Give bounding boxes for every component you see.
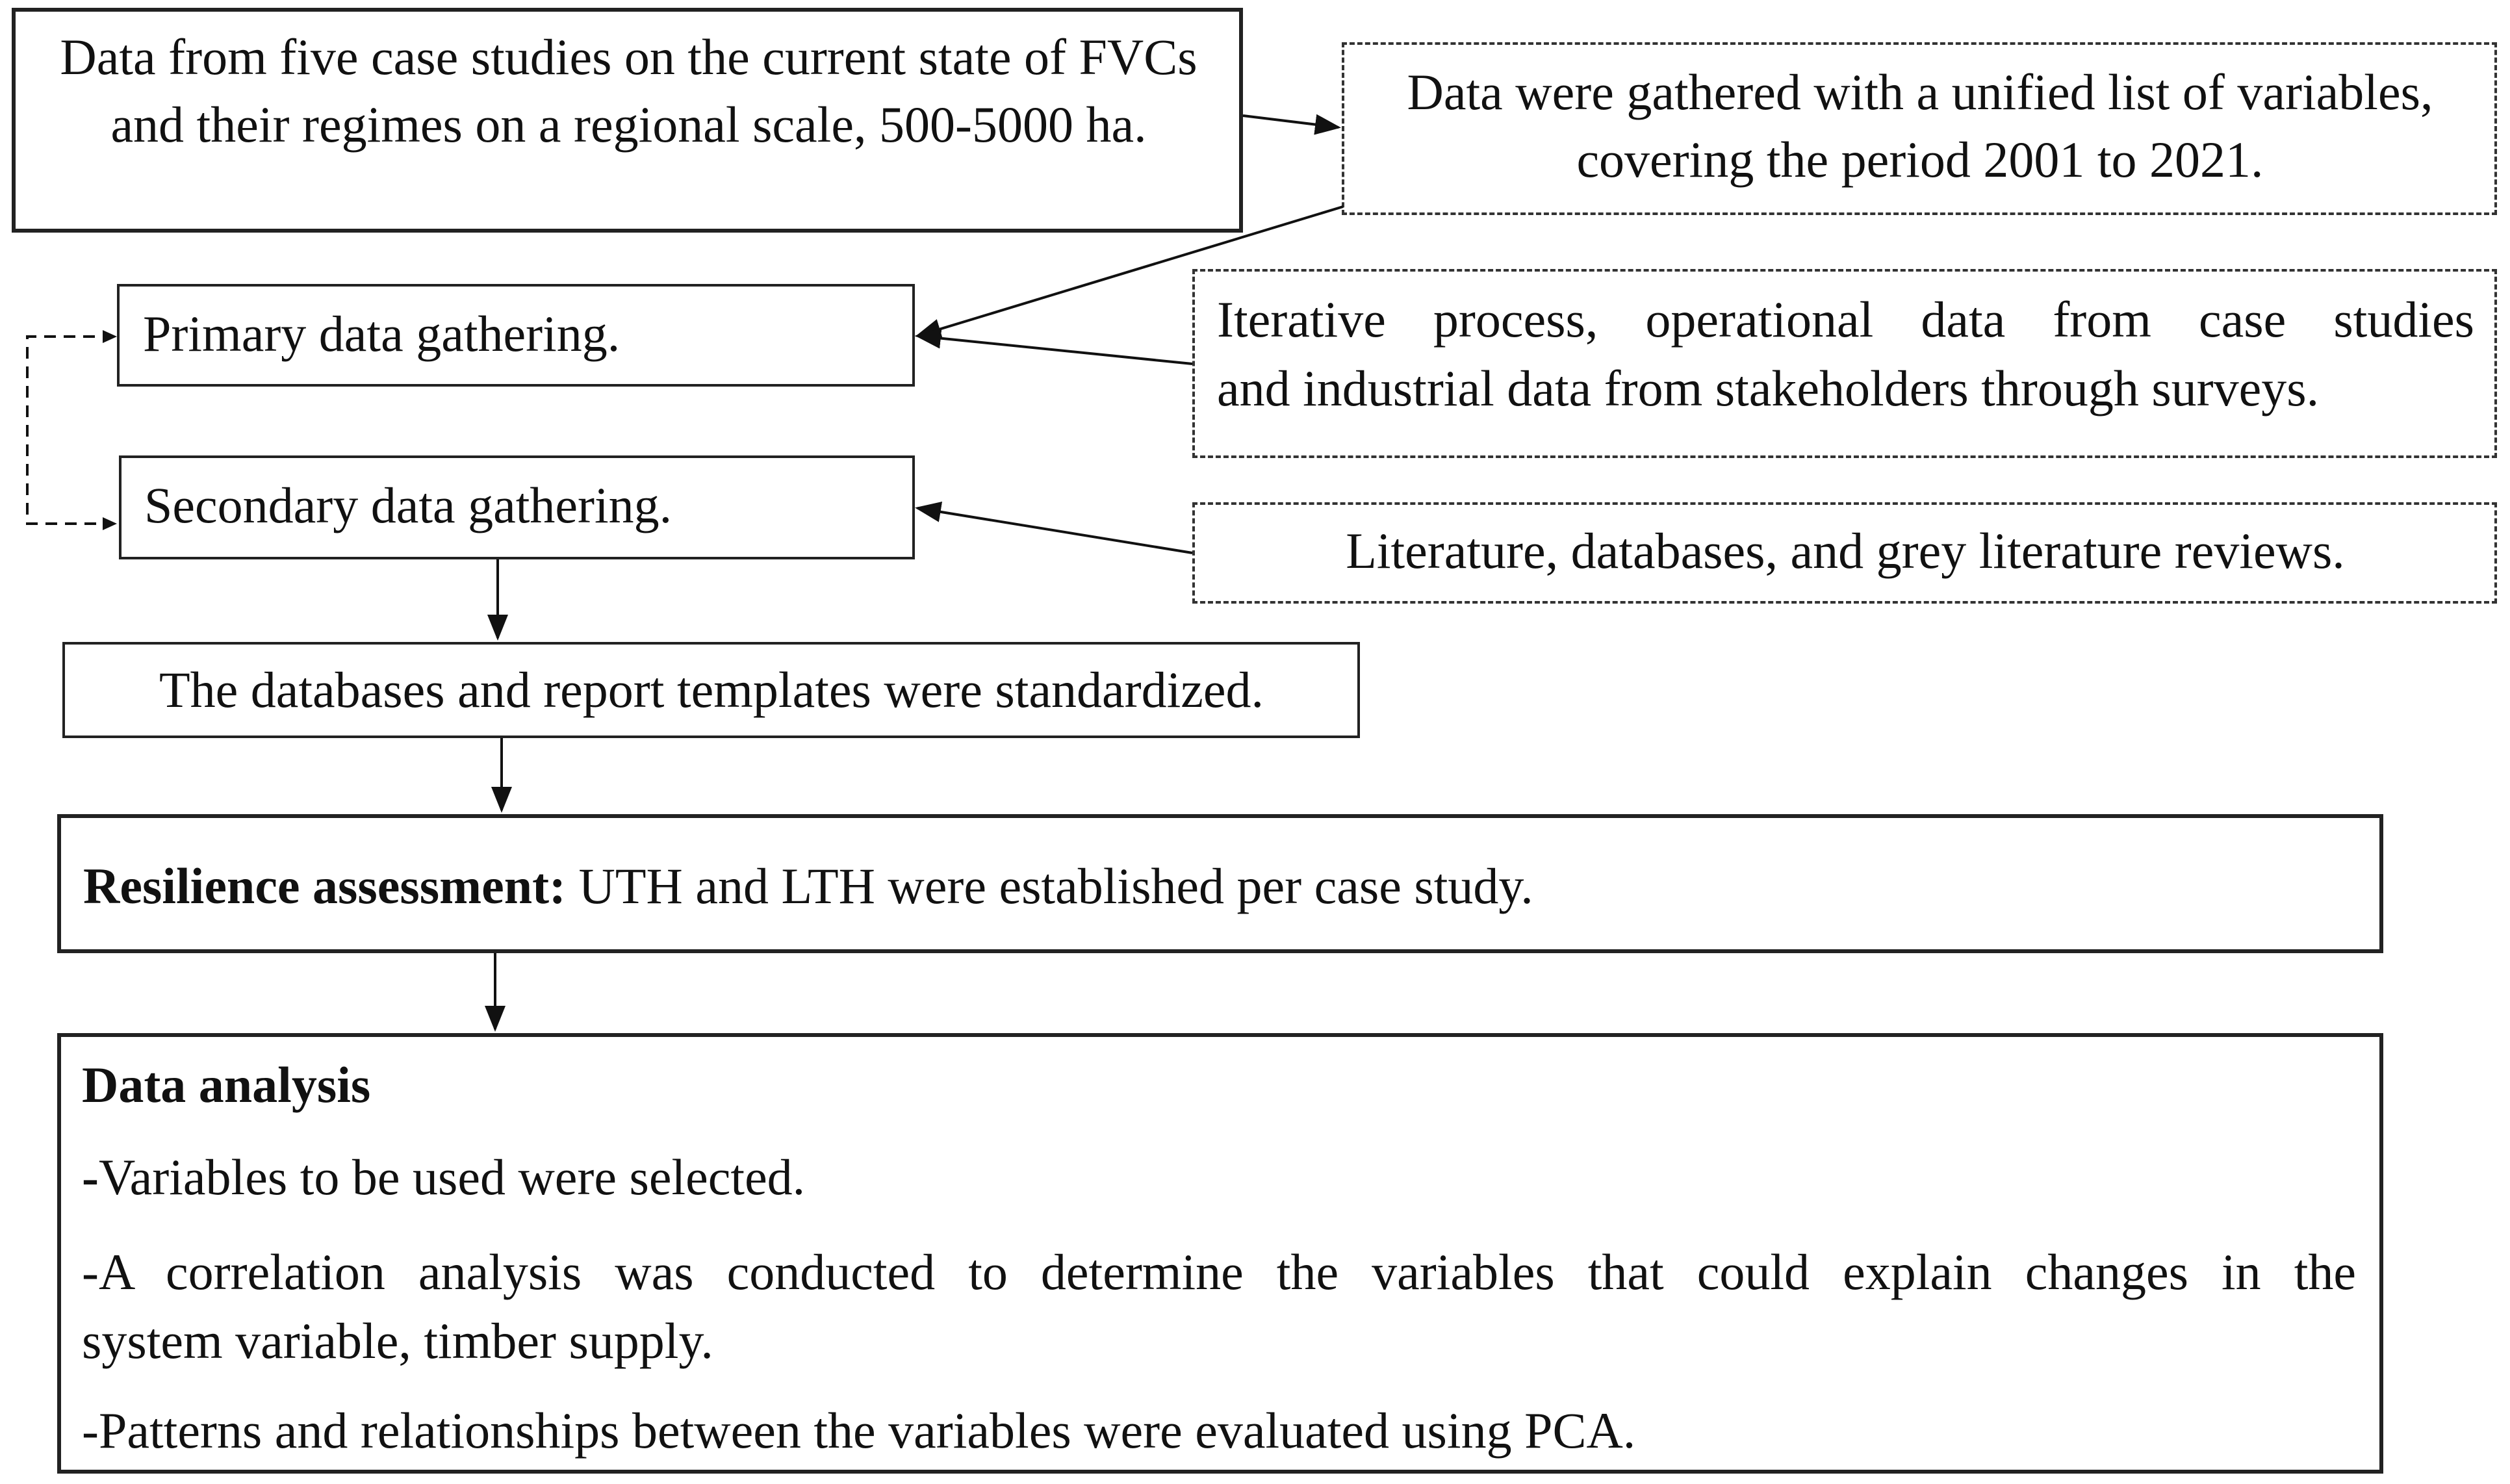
- secondary-data-box: [119, 455, 915, 559]
- data-analysis-item-1-dash: -: [82, 1149, 99, 1205]
- arrow-literature-to-secondary: [915, 502, 1193, 554]
- literature-box: [1192, 502, 2497, 604]
- resilience-label: Resilience assessment:: [83, 858, 567, 914]
- loop-arrowhead-primary: [103, 330, 117, 343]
- resilience-text: Resilience assessment: UTH and LTH were …: [83, 852, 2357, 920]
- unified-list-box: [1342, 42, 2497, 215]
- data-analysis-item-1-text: Variables to be used were selected.: [98, 1149, 806, 1205]
- iterative-process-box: [1192, 269, 2497, 458]
- dashed-loop-primary-secondary: [26, 335, 114, 525]
- data-analysis-item-1: -Variables to be used were selected.: [82, 1144, 2356, 1211]
- case-studies-box: [12, 8, 1243, 233]
- arrow-iterative-to-primary: [915, 327, 1193, 365]
- data-analysis-title: Data analysis: [82, 1056, 371, 1113]
- data-analysis-item-2-line1: -A correlation analysis was conducted to…: [82, 1244, 2356, 1300]
- arrow-case-to-unified: [1242, 114, 1341, 135]
- standardized-box: [62, 642, 1360, 738]
- data-analysis-box: [57, 1033, 2383, 1474]
- primary-data-text: Primary data gathering.: [143, 305, 621, 362]
- literature-text: Literature, databases, and grey literatu…: [1346, 522, 2345, 579]
- primary-data-box: [117, 284, 915, 387]
- standardized-text: The databases and report templates were …: [159, 661, 1264, 718]
- data-analysis-item-2-line2: system variable, timber supply.: [82, 1312, 713, 1369]
- data-analysis-item-3: -Patterns and relationships between the …: [82, 1402, 1636, 1459]
- unified-list-text: Data were gathered with a unified list o…: [1407, 64, 2433, 188]
- secondary-data-text: Secondary data gathering.: [144, 477, 672, 533]
- iterative-process-line2: and industrial data from stakeholders th…: [1217, 360, 2320, 416]
- resilience-box: [57, 814, 2383, 953]
- resilience-description: UTH and LTH were established per case st…: [566, 858, 1533, 914]
- iterative-process-line1: Iterative process, operational data from…: [1217, 291, 2474, 348]
- case-studies-text: Data from five case studies on the curre…: [60, 29, 1197, 153]
- loop-arrowhead-secondary: [103, 517, 117, 530]
